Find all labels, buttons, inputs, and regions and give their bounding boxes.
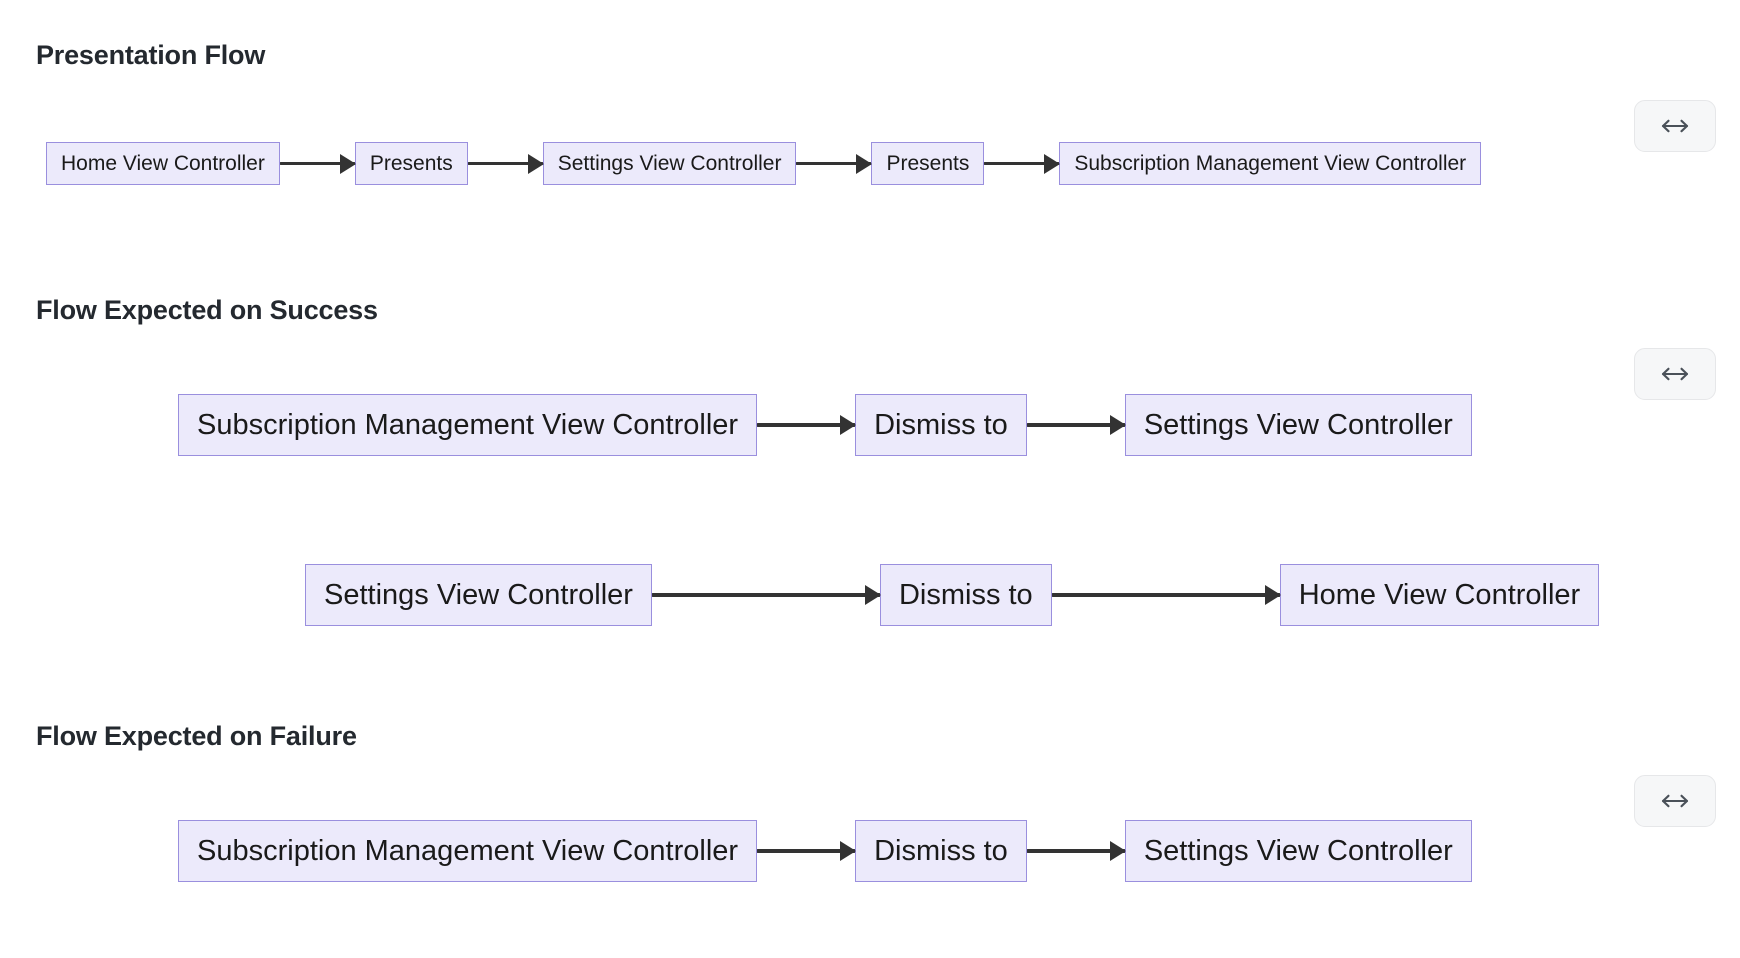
flow-node-subscription-management-view-controller[interactable]: Subscription Management View Controller <box>178 820 758 882</box>
arrow-line <box>279 161 355 166</box>
arrow-line <box>1051 593 1280 597</box>
page-title-flow-expected-on-success: Flow Expected on Success <box>36 295 378 325</box>
flow-arrow <box>1026 841 1126 861</box>
flow-arrow <box>984 153 1061 174</box>
flow-arrow <box>279 153 356 174</box>
flowchart-flow-expected-on-failure: Subscription Management View Controller … <box>0 775 1740 905</box>
flow-node-presents-1[interactable]: Presents <box>354 142 468 185</box>
flowchart-presentation-flow: Home View Controller Presents Settings V… <box>0 100 1740 230</box>
flow-node-subscription-management-view-controller[interactable]: Subscription Management View Controller <box>178 394 758 456</box>
flow-node-settings-view-controller[interactable]: Settings View Controller <box>305 564 652 626</box>
arrow-head-icon <box>1044 153 1061 174</box>
arrow-line <box>796 161 872 166</box>
flow-node-subscription-management-view-controller[interactable]: Subscription Management View Controller <box>1059 142 1482 185</box>
left-right-arrow-icon <box>1660 792 1690 810</box>
arrow-head-icon <box>840 415 857 435</box>
page-title-presentation-flow: Presentation Flow <box>36 40 266 70</box>
arrow-line <box>984 161 1060 166</box>
arrow-line <box>651 593 880 597</box>
flow-node-presents-2[interactable]: Presents <box>871 142 985 185</box>
arrow-line <box>1026 849 1125 853</box>
arrow-line <box>757 423 856 427</box>
flow-row: Subscription Management View Controller … <box>178 820 1472 882</box>
expand-diagram-button-flow-expected-on-success[interactable] <box>1634 348 1716 400</box>
flow-node-settings-view-controller[interactable]: Settings View Controller <box>1124 394 1472 456</box>
flow-node-dismiss-to[interactable]: Dismiss to <box>855 394 1027 456</box>
arrow-head-icon <box>1109 415 1126 435</box>
arrow-line <box>757 849 856 853</box>
flow-arrow <box>757 841 857 861</box>
flow-node-dismiss-to[interactable]: Dismiss to <box>855 820 1027 882</box>
page-title-flow-expected-on-failure: Flow Expected on Failure <box>36 721 357 751</box>
flow-arrow <box>651 585 881 605</box>
left-right-arrow-icon <box>1660 117 1690 135</box>
arrow-head-icon <box>1109 841 1126 861</box>
arrow-head-icon <box>864 585 881 605</box>
arrow-head-icon <box>840 841 857 861</box>
flowchart-flow-expected-on-success: Subscription Management View Controller … <box>0 348 1740 658</box>
flow-row: Subscription Management View Controller … <box>178 394 1472 456</box>
flow-arrow <box>1051 585 1281 605</box>
expand-diagram-button-presentation-flow[interactable] <box>1634 100 1716 152</box>
flow-node-home-view-controller[interactable]: Home View Controller <box>46 142 280 185</box>
flow-arrow <box>796 153 873 174</box>
flow-node-settings-view-controller[interactable]: Settings View Controller <box>542 142 797 185</box>
arrow-head-icon <box>339 153 356 174</box>
arrow-head-icon <box>1264 585 1281 605</box>
flow-arrow <box>467 153 544 174</box>
flow-row: Home View Controller Presents Settings V… <box>46 142 1482 185</box>
left-right-arrow-icon <box>1660 365 1690 383</box>
arrow-head-icon <box>856 153 873 174</box>
flow-row: Settings View Controller Dismiss to Home… <box>305 564 1600 626</box>
arrow-line <box>1026 423 1125 427</box>
flow-node-home-view-controller[interactable]: Home View Controller <box>1279 564 1600 626</box>
flow-arrow <box>1026 415 1126 435</box>
flow-node-settings-view-controller[interactable]: Settings View Controller <box>1124 820 1472 882</box>
arrow-line <box>467 161 543 166</box>
expand-diagram-button-flow-expected-on-failure[interactable] <box>1634 775 1716 827</box>
flow-node-dismiss-to[interactable]: Dismiss to <box>879 564 1052 626</box>
arrow-head-icon <box>527 153 544 174</box>
flow-arrow <box>757 415 857 435</box>
